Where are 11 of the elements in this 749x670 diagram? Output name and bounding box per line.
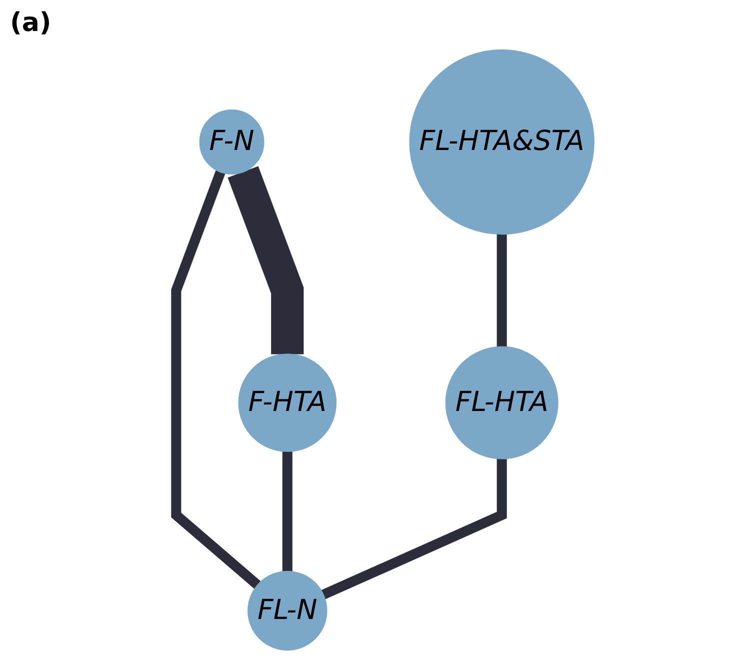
node-circle: F-HTA — [238, 354, 337, 452]
node-circle: FL-N — [248, 570, 328, 651]
node-circle: FL-HTA&STA — [409, 49, 594, 235]
connector — [496, 234, 507, 347]
connector — [171, 170, 261, 589]
connector — [282, 451, 292, 572]
panel-label: (a) — [10, 8, 52, 38]
node-circle: FL-HTA — [445, 346, 558, 460]
connector — [321, 458, 507, 600]
node-circle: F-N — [199, 110, 264, 175]
connector — [228, 166, 304, 354]
